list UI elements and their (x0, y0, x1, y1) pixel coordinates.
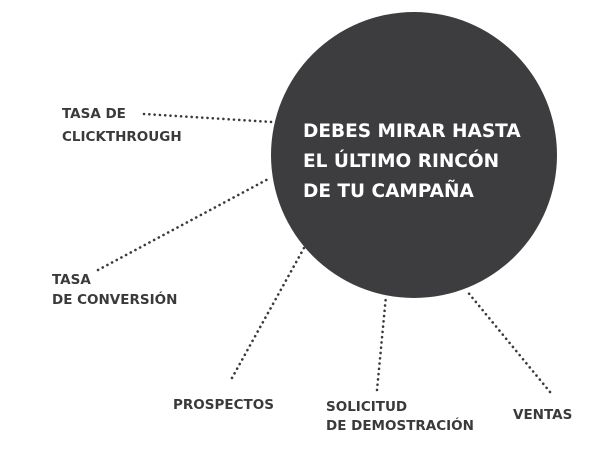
center-message-line: DE TU CAMPAÑA (303, 179, 474, 202)
node-label-ctr: TASA DE CLICKTHROUGH (62, 106, 182, 145)
center-message-line: EL ÚLTIMO RINCÓN (303, 150, 499, 172)
connector-conversion (96, 176, 272, 272)
connector-prospectos (230, 246, 306, 380)
connector-ctr (142, 112, 274, 124)
node-label-prospectos: PROSPECTOS (173, 397, 274, 413)
center-message: DEBES MIRAR HASTA EL ÚLTIMO RINCÓN DE TU… (303, 121, 527, 202)
center-circle (271, 12, 557, 298)
node-label-conversion: TASA DE CONVERSIÓN (52, 272, 177, 308)
node-label-line: CLICKTHROUGH (62, 129, 182, 145)
connector-demo (375, 294, 388, 392)
node-label-line: DE DEMOSTRACIÓN (326, 416, 474, 434)
node-label-line: VENTAS (513, 407, 572, 423)
node-label-line: DE CONVERSIÓN (52, 290, 177, 308)
node-label-ventas: VENTAS (513, 407, 572, 423)
node-label-line: TASA DE (62, 106, 126, 122)
node-label-line: SOLICITUD (326, 399, 407, 415)
center-message-line: DEBES MIRAR HASTA (303, 121, 521, 142)
node-label-line: PROSPECTOS (173, 397, 274, 413)
node-label-line: TASA (52, 272, 91, 288)
node-label-demo: SOLICITUD DE DEMOSTRACIÓN (326, 399, 474, 434)
connector-ventas (464, 288, 552, 394)
